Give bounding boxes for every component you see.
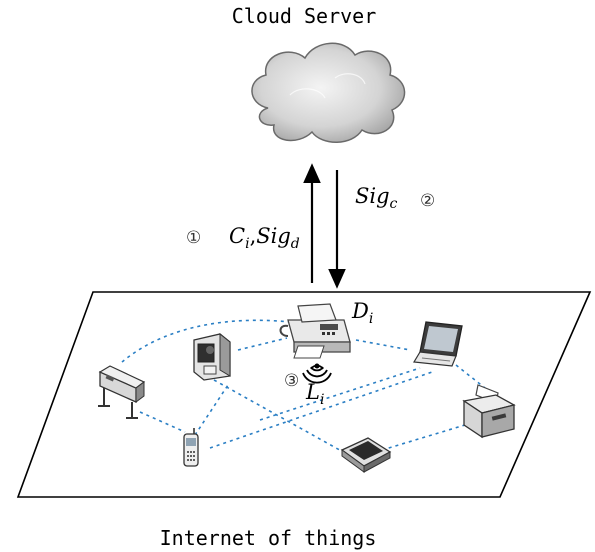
device-label: Di [351,299,373,327]
upload-label: Ci,Sigd [229,224,300,252]
upload-label-c-sub: i [245,236,249,252]
cloud-server-icon [251,42,406,143]
upload-label-sig-sub: d [291,236,300,252]
camcorder-icon [193,332,231,381]
printer-icon [462,384,516,439]
footer-caption: Internet of things [160,526,377,550]
local-label: Li [305,380,324,408]
mobile-phone-icon [183,428,199,467]
download-label: Sigc [355,184,398,212]
download-label-sub: c [390,196,398,212]
scanner-icon [340,437,392,473]
device-label-d: D [351,299,369,323]
laptop-icon [413,321,463,367]
fax-machine-icon [279,303,351,359]
local-step-marker: ③ [284,371,299,391]
local-label-sub: i [320,392,324,408]
download-step-marker: ② [420,191,435,211]
wireless-signal-icon [302,363,332,384]
upload-label-c: C [229,224,245,248]
download-label-sig: Sig [355,184,390,208]
plotter-icon [98,365,146,419]
device-label-sub: i [369,311,373,327]
upload-label-sig: Sig [256,224,291,248]
upload-step-marker: ① [186,228,201,248]
local-label-l: L [305,380,320,404]
upload-label-sep: , [250,224,257,248]
diagram-title: Cloud Server [232,4,377,28]
